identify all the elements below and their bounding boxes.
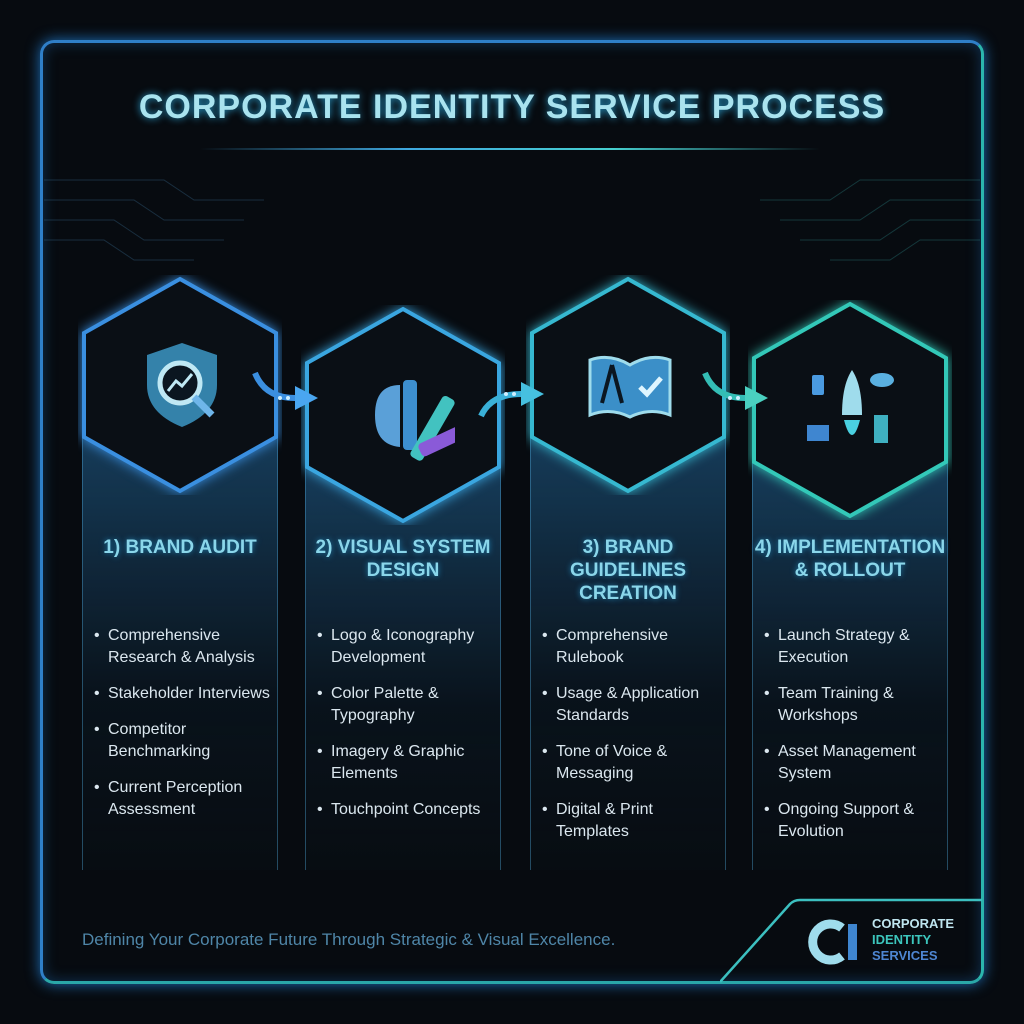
- bullet-item: Ongoing Support & Evolution: [764, 799, 948, 843]
- logo-line-1: CORPORATE: [872, 916, 955, 931]
- logo-ci-mark: [808, 919, 857, 965]
- step-title: 2) VISUAL SYSTEM DESIGN: [315, 537, 491, 581]
- title-divider: [200, 148, 820, 150]
- bullet-item: Color Palette & Typography: [317, 683, 501, 727]
- bullet-item: Usage & Application Standards: [542, 683, 726, 727]
- step-title: 3) BRAND GUIDELINES CREATION: [569, 537, 687, 604]
- step-title: 1) BRAND AUDIT: [103, 537, 257, 558]
- book-compass-check-icon: [588, 355, 672, 419]
- arrow-step3-to-step4: [702, 371, 768, 410]
- step-bullets: Comprehensive Research & AnalysisStakeho…: [94, 625, 278, 835]
- page-title: CORPORATE IDENTITY SERVICE PROCESS: [138, 88, 886, 126]
- bullet-item: Tone of Voice & Messaging: [542, 741, 726, 785]
- logo-text: CORPORATE IDENTITY SERVICES: [872, 916, 954, 964]
- outer-frame: [40, 40, 984, 984]
- bullet-item: Launch Strategy & Execution: [764, 625, 948, 669]
- bullet-item: Digital & Print Templates: [542, 799, 726, 843]
- bullet-item: Stakeholder Interviews: [94, 683, 278, 705]
- logo-panel: [720, 898, 982, 983]
- bullet-item: Asset Management System: [764, 741, 948, 785]
- circuit-decoration-right: [760, 179, 980, 261]
- bullet-item: Current Perception Assessment: [94, 777, 278, 821]
- bullet-item: Touchpoint Concepts: [317, 799, 501, 821]
- bullet-item: Competitor Benchmarking: [94, 719, 278, 763]
- rocket-devices-icon: [807, 370, 894, 443]
- bullet-item: Comprehensive Rulebook: [542, 625, 726, 669]
- step-title: 4) IMPLEMENTATION & ROLLOUT: [754, 537, 946, 581]
- step-bullets: Launch Strategy & ExecutionTeam Training…: [764, 625, 948, 857]
- arrow-step2-to-step3: [478, 382, 544, 418]
- circuit-decoration-left: [44, 179, 264, 261]
- brain-color-swatch-icon: [375, 380, 455, 461]
- tagline: Defining Your Corporate Future Through S…: [82, 930, 616, 949]
- logo-line-2: IDENTITY: [872, 932, 932, 947]
- step-bullets: Comprehensive RulebookUsage & Applicatio…: [542, 625, 726, 857]
- logo-line-3: SERVICES: [872, 948, 938, 963]
- bullet-item: Team Training & Workshops: [764, 683, 948, 727]
- bullet-item: Imagery & Graphic Elements: [317, 741, 501, 785]
- bullet-item: Comprehensive Research & Analysis: [94, 625, 278, 669]
- step-bullets: Logo & Iconography DevelopmentColor Pale…: [317, 625, 501, 835]
- bullet-item: Logo & Iconography Development: [317, 625, 501, 669]
- arrow-step1-to-step2: [252, 371, 318, 410]
- shield-magnifier-chart-icon: [147, 343, 217, 427]
